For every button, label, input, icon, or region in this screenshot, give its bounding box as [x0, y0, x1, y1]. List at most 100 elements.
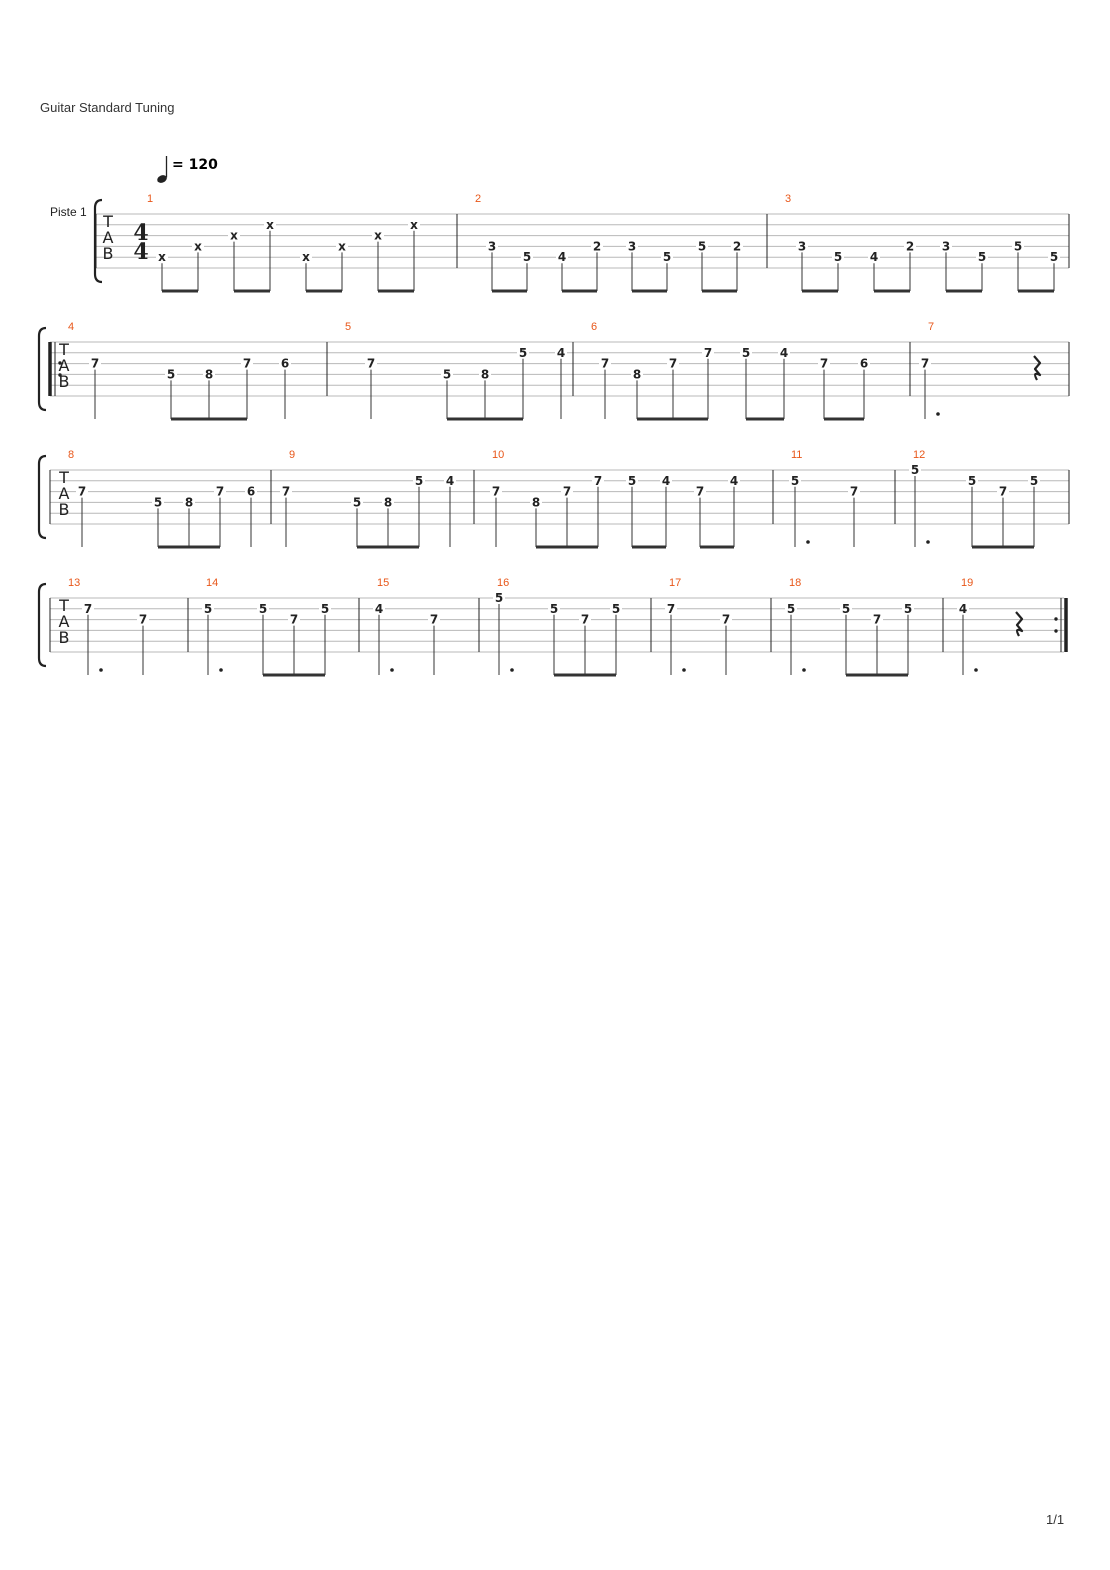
- fret-bg: [789, 473, 801, 487]
- fret-bg: [957, 601, 969, 615]
- fret-bg: [548, 601, 560, 615]
- fret-number: 5: [321, 602, 329, 616]
- fret-bg: [1012, 239, 1024, 253]
- fret-number: 5: [791, 474, 799, 488]
- fret-bg: [183, 495, 195, 509]
- fret-number: 5: [787, 602, 795, 616]
- fret-number: 5: [742, 346, 750, 360]
- page-number: 1/1: [1046, 1512, 1065, 1527]
- fret-number: x: [374, 229, 382, 243]
- fret-number: 5: [154, 495, 162, 509]
- fret-bg: [1028, 473, 1040, 487]
- dotted-note-dot: [510, 668, 514, 672]
- measure-number: 2: [475, 193, 481, 205]
- fret-number: 7: [873, 613, 881, 627]
- tuning-label: Guitar Standard Tuning: [40, 100, 175, 115]
- fret-number: x: [158, 250, 166, 264]
- fret-bg: [740, 345, 752, 359]
- fret-number: 7: [704, 346, 712, 360]
- fret-number: 5: [415, 474, 423, 488]
- measure-number: 8: [68, 449, 74, 461]
- system-bracket: [93, 198, 103, 284]
- fret-bg: [279, 356, 291, 370]
- fret-number: 4: [375, 602, 383, 616]
- fret-number: 6: [281, 357, 289, 371]
- fret-number: 7: [84, 602, 92, 616]
- measure-number: 11: [791, 449, 802, 461]
- repeat-dot: [58, 373, 62, 377]
- fret-bg: [997, 484, 1009, 498]
- repeat-dot: [1054, 629, 1058, 633]
- repeat-dot: [1054, 617, 1058, 621]
- tab-clef-letter: T: [58, 596, 69, 615]
- system-bracket: [37, 582, 47, 668]
- fret-number: 3: [628, 239, 636, 253]
- tab-clef-letter: T: [102, 212, 113, 231]
- measure-number: 18: [789, 577, 801, 589]
- fret-number: 6: [860, 357, 868, 371]
- fret-number: 7: [820, 357, 828, 371]
- fret-number: 4: [870, 250, 878, 264]
- measure-number: 15: [377, 577, 389, 589]
- fret-number: 4: [780, 346, 788, 360]
- fret-bg: [909, 463, 921, 476]
- fret-number: 5: [663, 250, 671, 264]
- fret-bg: [441, 367, 453, 381]
- system-bracket: [37, 454, 47, 540]
- fret-bg: [694, 484, 706, 498]
- fret-number: 4: [558, 250, 566, 264]
- fret-bg: [778, 345, 790, 359]
- fret-bg: [156, 250, 168, 264]
- fret-number: 7: [139, 613, 147, 627]
- fret-number: 5: [698, 239, 706, 253]
- fret-number: 4: [446, 474, 454, 488]
- fret-number: 7: [367, 357, 375, 371]
- fret-bg: [192, 239, 204, 253]
- tab-clef-letter: A: [103, 228, 114, 247]
- fret-number: 7: [999, 485, 1007, 499]
- fret-number: 5: [1030, 474, 1038, 488]
- fret-number: 5: [842, 602, 850, 616]
- fret-number: 5: [612, 602, 620, 616]
- fret-bg: [257, 601, 269, 615]
- fret-bg: [631, 367, 643, 381]
- fret-bg: [940, 239, 952, 253]
- measure-number: 6: [591, 321, 597, 333]
- fret-number: 5: [628, 474, 636, 488]
- measure-number: 5: [345, 321, 351, 333]
- measure-number: 19: [961, 577, 973, 589]
- fret-bg: [245, 484, 257, 498]
- fret-number: 5: [353, 495, 361, 509]
- fret-number: 8: [481, 367, 489, 381]
- quarter-rest-icon: [1015, 611, 1024, 637]
- fret-bg: [579, 612, 591, 626]
- fret-bg: [486, 239, 498, 253]
- fret-bg: [365, 356, 377, 370]
- fret-bg: [592, 473, 604, 487]
- fret-bg: [264, 217, 276, 231]
- fret-bg: [661, 250, 673, 264]
- fret-number: 5: [1050, 250, 1058, 264]
- fret-bg: [428, 612, 440, 626]
- fret-number: 3: [942, 239, 950, 253]
- fret-bg: [288, 612, 300, 626]
- fret-number: 7: [492, 485, 500, 499]
- fret-number: 7: [581, 613, 589, 627]
- fret-bg: [818, 356, 830, 370]
- fret-number: 5: [911, 463, 919, 477]
- fret-bg: [848, 484, 860, 498]
- fret-number: 4: [557, 346, 565, 360]
- fret-number: 7: [91, 357, 99, 371]
- measure-number: 13: [68, 577, 80, 589]
- fret-number: 3: [798, 239, 806, 253]
- fret-number: 5: [968, 474, 976, 488]
- fret-bg: [728, 473, 740, 487]
- fret-number: x: [266, 218, 274, 232]
- fret-bg: [556, 250, 568, 264]
- measure-number: 14: [206, 577, 218, 589]
- fret-bg: [372, 228, 384, 242]
- fret-bg: [696, 239, 708, 253]
- fret-number: 5: [167, 367, 175, 381]
- fret-bg: [517, 345, 529, 359]
- fret-bg: [702, 345, 714, 359]
